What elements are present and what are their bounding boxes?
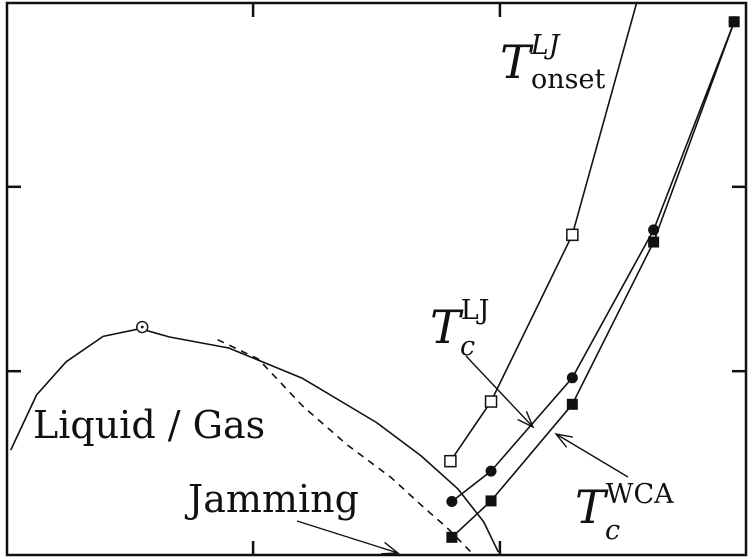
jamming-arrow-shaft xyxy=(296,520,399,554)
onset-line xyxy=(449,2,638,462)
jamming-arrow-head xyxy=(380,541,400,555)
tc-wca-point-0 xyxy=(446,531,458,543)
onset-point-2 xyxy=(566,228,579,242)
label-tc-wca-sub: c xyxy=(605,515,620,546)
plot-frame xyxy=(5,1,748,557)
curves-layer xyxy=(9,2,735,553)
tc-wca-point-1 xyxy=(485,495,497,507)
plot-border xyxy=(5,1,748,557)
markers-layer xyxy=(136,16,740,543)
tc-lj-arrow-head xyxy=(517,410,535,429)
tc-wca-arrow-head xyxy=(554,432,573,448)
label-tc-lj: TLJ c xyxy=(430,295,489,362)
label-tc-lj-sup: LJ xyxy=(461,295,490,326)
tc-lj-point-0 xyxy=(446,495,458,507)
label-liquid-gas: Liquid / Gas xyxy=(33,403,265,447)
tc-lj-point-1 xyxy=(485,465,497,477)
axis-ticks xyxy=(7,3,746,555)
tc-wca-line xyxy=(451,21,735,538)
arrows-layer xyxy=(296,355,629,555)
jamming-curve xyxy=(217,338,472,553)
critical-point-dot xyxy=(140,325,144,329)
tc-lj-point-2 xyxy=(566,372,578,384)
tc-wca-point-4 xyxy=(728,16,740,28)
tc-lj-arrow-shaft xyxy=(465,355,534,428)
label-tc-wca-main: T xyxy=(575,480,609,534)
tc-wca-arrow-shaft xyxy=(555,433,629,478)
tc-wca-point-3 xyxy=(648,236,660,248)
label-onset-sub: onset xyxy=(531,64,605,95)
onset-point-1 xyxy=(484,395,498,408)
tc-lj-point-3 xyxy=(648,224,660,236)
label-tc-lj-main: T xyxy=(430,300,464,354)
label-jamming: Jamming xyxy=(184,477,359,521)
label-tc-lj-sub: c xyxy=(460,331,475,362)
label-tc-wca: TWCA c xyxy=(575,479,674,546)
liquid-gas-curve xyxy=(9,327,500,553)
label-onset-main: T xyxy=(500,35,534,89)
label-onset-sup: LJ xyxy=(530,30,562,61)
onset-point-0 xyxy=(444,454,457,468)
tc-wca-point-2 xyxy=(566,398,578,410)
label-tc-wca-sup: WCA xyxy=(606,479,674,510)
